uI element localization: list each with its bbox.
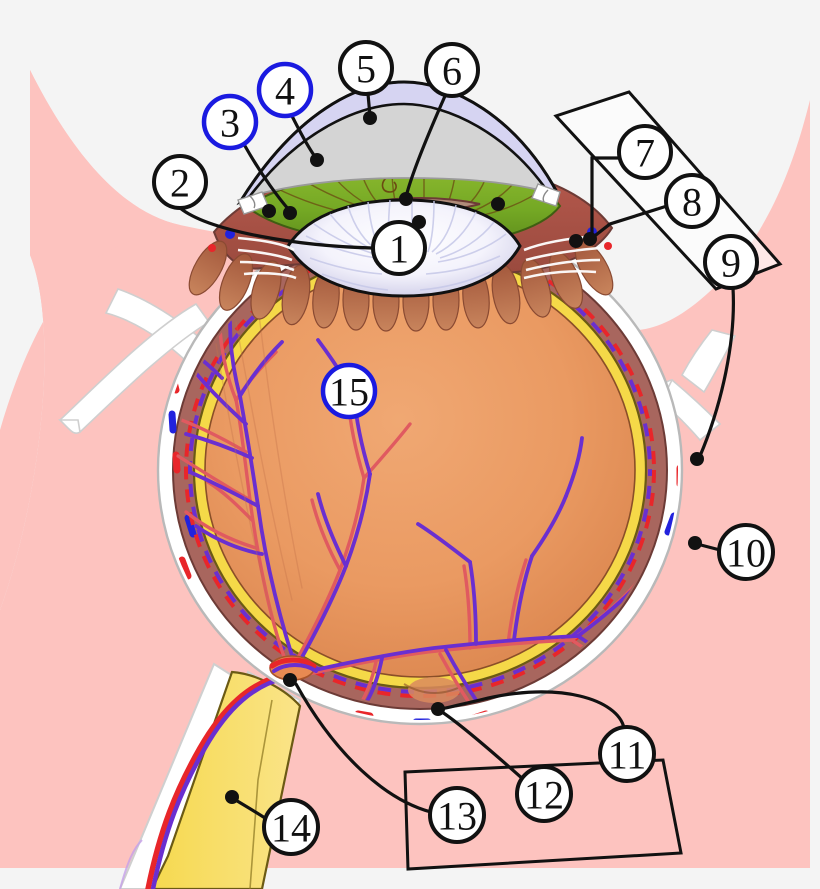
- anchor-dots: [225, 111, 704, 804]
- callout-12[interactable]: 12: [515, 765, 573, 823]
- extraocular-muscle-tendons: [58, 288, 737, 442]
- callout-5[interactable]: 5: [338, 40, 394, 96]
- callout-1-label: 1: [389, 227, 409, 272]
- callout-8[interactable]: 8: [664, 173, 720, 229]
- callout-9[interactable]: 9: [703, 234, 759, 290]
- callout-13-label: 13: [437, 794, 477, 839]
- callout-15-label: 15: [329, 370, 369, 415]
- callout-12-label: 12: [524, 773, 564, 818]
- optic-nerve: [118, 662, 302, 889]
- callout-4-label: 4: [275, 69, 295, 114]
- callout-8-label: 8: [682, 180, 702, 225]
- callout-14[interactable]: 14: [262, 798, 320, 856]
- callout-10-label: 10: [726, 531, 766, 576]
- callout-1[interactable]: 1: [371, 220, 427, 276]
- callout-11[interactable]: 11: [598, 725, 656, 783]
- callout-3[interactable]: 3: [201, 93, 259, 151]
- callout-14-label: 14: [271, 806, 311, 851]
- callout-7-label: 7: [635, 131, 655, 176]
- callout-13[interactable]: 13: [428, 786, 486, 844]
- callout-2[interactable]: 2: [152, 154, 208, 210]
- lower-bracket: [403, 758, 683, 871]
- callout-9-label: 9: [721, 241, 741, 286]
- callout-3-label: 3: [220, 101, 240, 146]
- callout-6[interactable]: 6: [424, 42, 480, 98]
- callout-7[interactable]: 7: [617, 124, 673, 180]
- callout-4[interactable]: 4: [256, 61, 314, 119]
- callout-5-label: 5: [356, 47, 376, 92]
- optic-disc: [269, 655, 318, 681]
- callout-11-label: 11: [608, 733, 647, 778]
- callout-6-label: 6: [442, 49, 462, 94]
- callout-2-label: 2: [170, 161, 190, 206]
- callout-10[interactable]: 10: [717, 523, 775, 581]
- callout-15[interactable]: 15: [320, 362, 378, 420]
